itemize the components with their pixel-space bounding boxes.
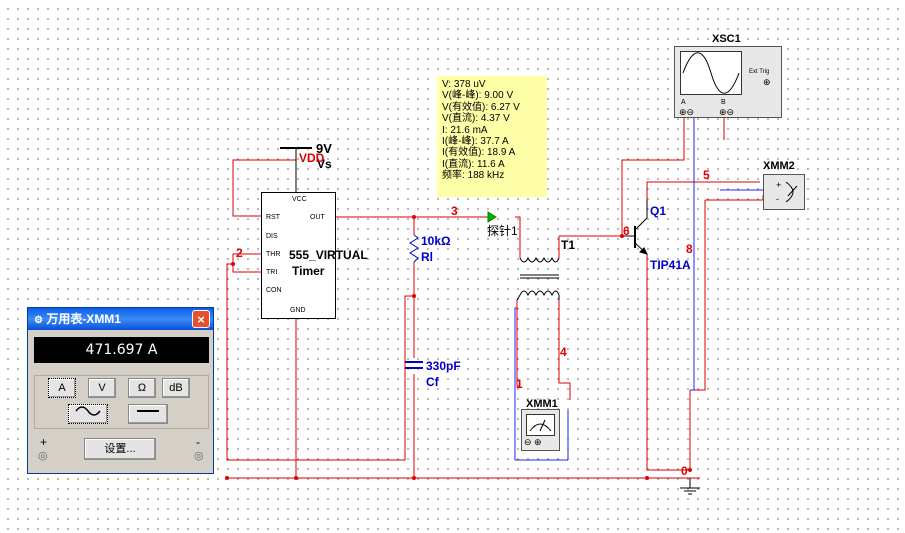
timer-555[interactable]: VCC RST OUT DIS THR TRI CON GND <box>261 192 336 319</box>
net-label-2: 2 <box>236 246 243 260</box>
pin-con: CON <box>266 287 282 294</box>
db-button[interactable]: dB <box>162 378 190 398</box>
transistor-model: TIP41A <box>650 258 691 272</box>
multimeter-display: 471.697 A <box>34 337 209 363</box>
resistor-value: 10kΩ <box>421 234 451 248</box>
pin-vcc: VCC <box>292 196 307 203</box>
amp-button[interactable]: A <box>48 378 76 398</box>
plus-terminal-icon[interactable]: ◎ <box>38 450 48 462</box>
plus-terminal-label: + <box>40 435 48 449</box>
scope-screen <box>680 51 742 95</box>
multimeter-window[interactable]: ⚙ 万用表-XMM1 × 471.697 A A V Ω dB + - ◎ ◎ … <box>27 307 214 474</box>
meter-dial-icon <box>785 181 798 203</box>
probe-name[interactable]: 探针1 <box>487 224 518 238</box>
probe-reading: I(直流): 11.6 A <box>442 158 505 170</box>
xmm1-instrument[interactable]: ⊖ ⊕ <box>521 409 560 451</box>
net-label-1: 1 <box>516 377 523 391</box>
multimeter-title: 万用表-XMM1 <box>46 312 121 326</box>
net-label-6: 6 <box>623 224 630 238</box>
scope-ch-b: B <box>721 99 726 106</box>
ohm-button[interactable]: Ω <box>128 378 156 398</box>
net-label-8: 8 <box>686 242 693 256</box>
net-label-0: 0 <box>681 464 688 478</box>
xmm2-plus: + <box>776 180 782 190</box>
capacitor-value: 330pF <box>426 359 461 373</box>
scope-trig: Ext Trig <box>749 69 770 75</box>
minus-terminal-label: - <box>196 435 200 449</box>
probe-reading: I(有效值): 18.9 A <box>442 147 516 159</box>
supply-voltage: 9V <box>316 141 332 156</box>
pin-thr: THR <box>266 251 281 258</box>
probe-reading: V(有效值): 6.27 V <box>442 101 520 113</box>
multimeter-mode-group <box>34 375 209 429</box>
ac-wave-icon <box>75 406 101 416</box>
terminal-icon[interactable]: ⊕⊖ <box>719 107 735 117</box>
xmm2-instrument[interactable]: + - <box>763 174 805 210</box>
oscilloscope[interactable]: Ext Trig A B ⊕⊖ ⊕⊖ ⊕ <box>674 46 782 118</box>
close-icon[interactable]: × <box>192 310 210 328</box>
pin-out: OUT <box>310 214 325 221</box>
supply-name: Vs <box>317 157 332 171</box>
probe-reading: V(峰-峰): 9.00 V <box>442 90 514 102</box>
net-label-5: 5 <box>703 168 710 182</box>
terminal-icon[interactable]: ⊕⊖ <box>679 107 695 117</box>
timer-name: 555_VIRTUAL <box>289 248 368 262</box>
volt-button[interactable]: V <box>88 378 116 398</box>
multimeter-titlebar[interactable]: ⚙ 万用表-XMM1 × <box>28 308 213 330</box>
timer-sub: Timer <box>292 264 325 278</box>
xmm1-icon-name: XMM1 <box>526 398 558 410</box>
xmm2-name: XMM2 <box>763 160 795 172</box>
probe-reading: I(峰-峰): 37.7 A <box>442 136 509 148</box>
minus-terminal-icon[interactable]: ◎ <box>194 450 204 462</box>
vdd-label: VDD <box>299 151 325 165</box>
ac-button[interactable] <box>68 404 108 424</box>
net-label-4: 4 <box>560 345 567 359</box>
probe-reading: V(直流): 4.37 V <box>442 113 510 125</box>
probe-reading: I: 21.6 mA <box>442 124 488 136</box>
dc-button[interactable] <box>128 404 168 424</box>
sine-wave-icon <box>682 52 740 94</box>
scope-ch-a: A <box>681 99 686 106</box>
probe-readings: V: 378 uV V(峰-峰): 9.00 V V(有效值): 6.27 V … <box>437 76 547 197</box>
transformer-name: T1 <box>561 238 576 252</box>
probe-reading: V: 378 uV <box>442 79 486 90</box>
pin-rst: RST <box>266 214 280 221</box>
pin-tri: TRI <box>266 269 278 276</box>
probe-reading: 频率: 188 kHz <box>442 170 505 182</box>
settings-button[interactable]: 设置... <box>84 438 156 460</box>
multimeter-icon: ⚙ <box>34 315 43 326</box>
net-label-3: 3 <box>451 204 458 218</box>
dc-line-icon <box>137 410 159 412</box>
terminal-icon[interactable]: ⊕ <box>763 77 771 87</box>
capacitor-name: Cf <box>426 375 439 389</box>
meter-dial-icon <box>526 414 555 436</box>
transistor-name: Q1 <box>650 204 667 218</box>
xmm2-minus: - <box>776 194 779 204</box>
resistor-name: Rl <box>421 250 433 264</box>
terminal-icon[interactable]: ⊖ ⊕ <box>524 437 542 447</box>
scope-name: XSC1 <box>712 33 741 45</box>
pin-gnd: GND <box>290 307 306 314</box>
pin-dis: DIS <box>266 233 278 240</box>
